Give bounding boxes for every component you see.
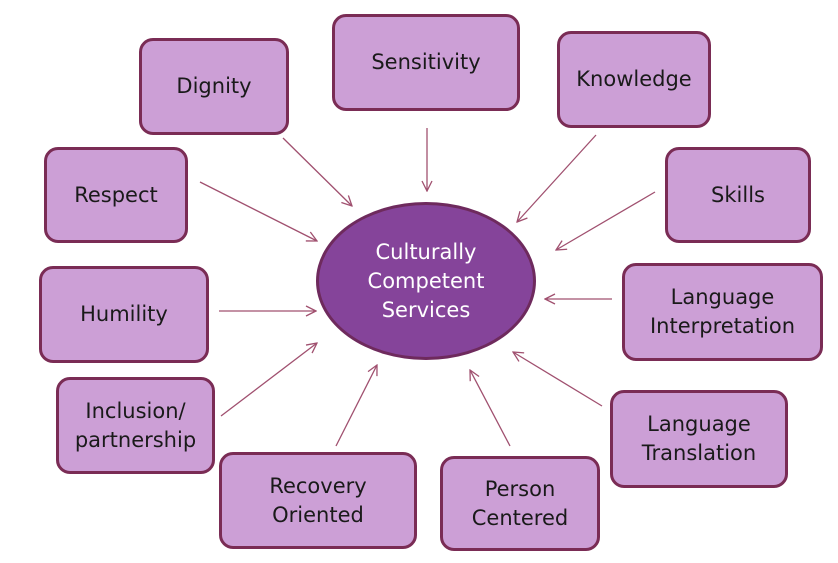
arrow-respect <box>199 181 317 241</box>
arrow-knowledge <box>517 134 597 222</box>
arrow-language-translation <box>513 352 603 407</box>
node-recovery-oriented: Recovery Oriented <box>219 452 417 549</box>
arrow-person-centered <box>470 370 511 447</box>
node-person-centered: Person Centered <box>440 456 600 551</box>
node-inclusion-partnership: Inclusion/ partnership <box>56 377 215 474</box>
arrow-recovery-oriented <box>335 365 377 447</box>
node-sensitivity: Sensitivity <box>332 14 520 111</box>
node-respect: Respect <box>44 147 188 243</box>
node-dignity: Dignity <box>139 38 289 135</box>
arrow-inclusion-partnership <box>220 343 317 417</box>
node-humility: Humility <box>39 266 209 363</box>
center-node: Culturally Competent Services <box>316 202 536 360</box>
node-language-translation: Language Translation <box>610 390 788 488</box>
arrow-skills <box>556 191 656 250</box>
node-language-interpretation: Language Interpretation <box>622 263 823 361</box>
node-skills: Skills <box>665 147 811 243</box>
node-knowledge: Knowledge <box>557 31 711 128</box>
arrow-dignity <box>282 137 352 206</box>
